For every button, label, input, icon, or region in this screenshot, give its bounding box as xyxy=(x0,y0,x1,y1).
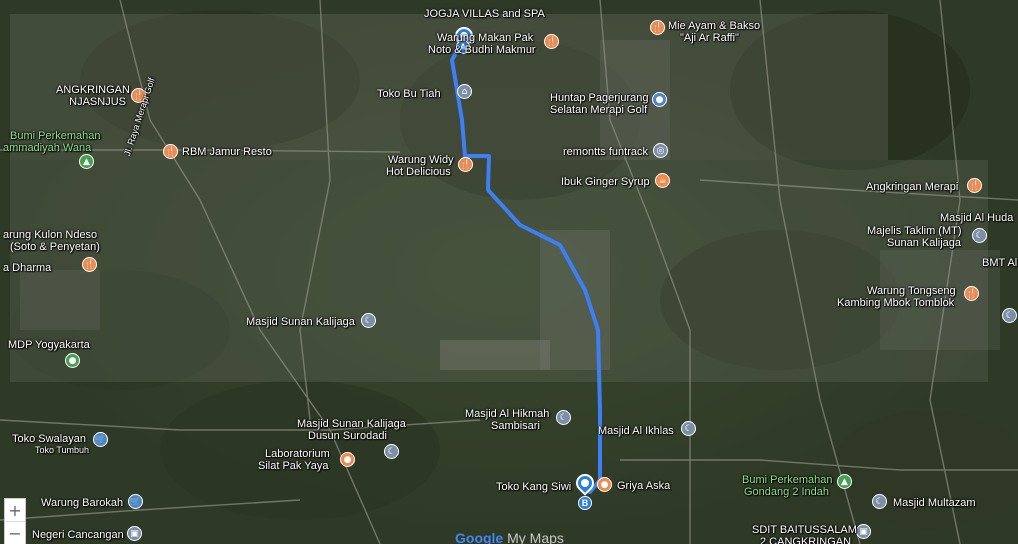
poi-label: Masjid Sunan Kalijaga xyxy=(297,418,406,430)
zoom-out-button[interactable]: − xyxy=(5,521,25,544)
poi-label: arung Kulon Ndeso xyxy=(3,229,98,241)
poi-label: Toko Swalayan xyxy=(12,433,86,445)
poi-label: Hot Delicious xyxy=(386,166,451,178)
poi-label: Griya Aska xyxy=(617,480,671,492)
route-start-label: A xyxy=(456,40,470,54)
google-my-maps-logo: Google My Maps xyxy=(455,530,564,544)
poi-label: Warung Makan Pak xyxy=(437,32,534,44)
poi-label: Huntap Pagerjurang xyxy=(550,92,649,104)
poi-label: Masjid Al Huda xyxy=(940,212,1014,224)
poi-label: Majelis Taklim (MT) xyxy=(867,225,962,237)
restaurant-icon[interactable]: 🍴 xyxy=(131,88,146,103)
logo-part-google: Google xyxy=(455,530,504,544)
poi-label: Masjid Al Hikmah xyxy=(465,408,550,420)
poi-label: Bumi Perkemahan xyxy=(10,130,101,142)
poi-label: Masjid Multazam xyxy=(893,497,976,509)
route-line xyxy=(450,38,602,494)
mosque-icon[interactable]: ☾ xyxy=(361,313,376,328)
poi-label: SDIT BAITUSSALAM xyxy=(752,524,857,536)
poi-label: Silat Pak Yaya xyxy=(258,460,329,472)
poi-label: Toko Kang Siwi xyxy=(496,481,572,493)
restaurant-icon[interactable]: 🍴 xyxy=(163,144,178,159)
poi-label: NJASNJUS xyxy=(69,96,126,108)
route-end-label: B xyxy=(578,496,592,510)
park-icon[interactable]: ▲ xyxy=(837,474,852,489)
poi-label: Mie Ayam & Bakso xyxy=(668,20,761,32)
poi-label: remontts funtrack xyxy=(563,146,648,158)
restaurant-icon[interactable]: 🍴 xyxy=(967,178,982,193)
poi-label: JOGJA VILLAS and SPA xyxy=(424,8,545,20)
poi-label: a Dharma xyxy=(3,262,52,274)
mosque-icon[interactable]: ☾ xyxy=(1002,308,1017,323)
mosque-icon[interactable]: ☾ xyxy=(384,444,399,459)
poi-label: ammadiyah Wana xyxy=(3,142,92,154)
poi-label: Toko Tumbuh xyxy=(35,445,90,455)
poi-label: Toko Bu Tiah xyxy=(377,88,441,100)
poi-label: Angkringan Merapi xyxy=(866,181,959,193)
poi-label: Bumi Perkemahan xyxy=(742,474,833,486)
place-icon[interactable]: ● xyxy=(597,477,612,492)
poi-label: Negeri Cancangan xyxy=(32,529,124,541)
poi-label: 2 CANGKRINGAN xyxy=(760,536,852,544)
poi-label: Warung Barokah xyxy=(41,497,124,509)
mosque-icon[interactable]: ☾ xyxy=(872,494,887,509)
mosque-icon[interactable]: ☾ xyxy=(972,228,987,243)
place-icon[interactable]: ● xyxy=(65,353,80,368)
restaurant-icon[interactable]: 🍴 xyxy=(82,257,97,272)
poi-label: ANGKRINGAN xyxy=(56,84,130,96)
poi-label: RBM Jamur Resto xyxy=(182,146,272,158)
restaurant-icon[interactable]: 🍴 xyxy=(544,34,559,49)
cafe-icon[interactable]: ☕ xyxy=(655,173,670,188)
shopping-icon[interactable]: 🛒 xyxy=(128,494,143,509)
zoom-in-button[interactable]: + xyxy=(8,500,22,520)
poi-label: BMT Al Fa xyxy=(982,257,1018,269)
shopping-icon[interactable]: 🛒 xyxy=(93,432,108,447)
poi-label: Ibuk Ginger Syrup xyxy=(561,176,650,188)
poi-label: Kambing Mbok Tomblok xyxy=(837,297,955,309)
logo-part-mymaps: My Maps xyxy=(503,530,564,544)
restaurant-icon[interactable]: 🍴 xyxy=(964,286,979,301)
restaurant-icon[interactable]: 🍴 xyxy=(458,157,473,172)
place-icon[interactable]: ● xyxy=(652,92,667,107)
poi-label: Dusun Surodadi xyxy=(308,430,387,442)
school-icon[interactable]: ▣ xyxy=(127,526,142,541)
poi-label: (Soto & Penyetan) xyxy=(10,241,100,253)
poi-label: Masjid Al Ikhlas xyxy=(598,425,674,437)
poi-label: Laboratorium xyxy=(265,448,330,460)
poi-label: "Aji Ar Raffi" xyxy=(680,32,739,44)
poi-label: Warung Tongseng xyxy=(867,285,956,297)
park-icon[interactable]: ▲ xyxy=(79,154,94,169)
poi-label: Noto & Budhi Makmur xyxy=(428,44,536,56)
poi-label: Sambisari xyxy=(491,420,540,432)
poi-label: Masjid Sunan Kalijaga xyxy=(246,316,355,328)
poi-label: MDP Yogyakarta xyxy=(8,339,90,351)
mosque-icon[interactable]: ☾ xyxy=(681,421,696,436)
school-icon[interactable]: ▣ xyxy=(856,524,871,539)
place-icon[interactable]: ◎ xyxy=(653,143,668,158)
poi-label: Selatan Merapi Golf xyxy=(550,104,648,116)
poi-label: Sunan Kalijaga xyxy=(887,237,962,249)
poi-label: Gondang 2 Indah xyxy=(744,486,830,498)
place-icon[interactable]: ● xyxy=(340,452,355,467)
zoom-controls: + − xyxy=(4,498,26,544)
poi-label: Warung Widy xyxy=(388,154,454,166)
mosque-icon[interactable]: ☾ xyxy=(556,410,571,425)
shop-icon[interactable]: ⌂ xyxy=(457,84,472,99)
restaurant-icon[interactable]: 🍴 xyxy=(650,20,665,35)
